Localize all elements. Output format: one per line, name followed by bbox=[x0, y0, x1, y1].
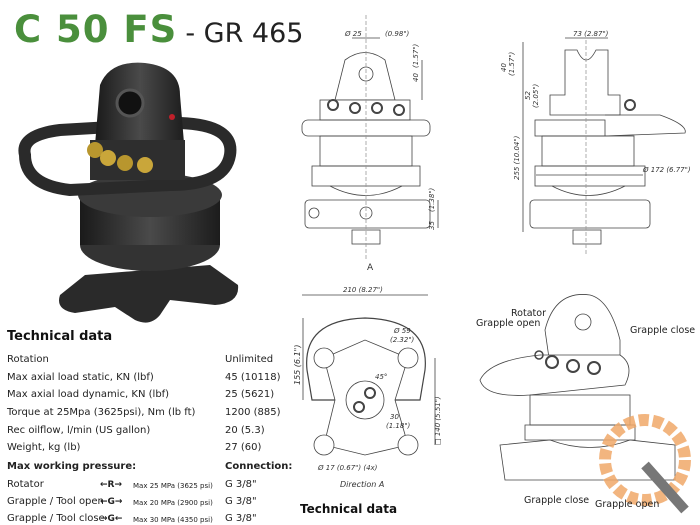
label-rotator: Rotator bbox=[511, 308, 546, 319]
spec-value: 20 (5.3) bbox=[225, 425, 265, 436]
dim-40-in: (1.57") bbox=[412, 43, 420, 68]
label-grapple-open-bottom: Grapple open bbox=[595, 499, 659, 510]
dim-40: 40 bbox=[412, 73, 420, 82]
technical-data-heading: Technical data bbox=[7, 329, 113, 344]
port-symbol: →G← bbox=[100, 514, 123, 524]
view-marker-a: A bbox=[367, 263, 374, 273]
front-view-drawing bbox=[301, 15, 439, 260]
dim-holes: Ø 17 (0.67") (4x) bbox=[317, 464, 378, 472]
label-grapple-close-bottom: Grapple close bbox=[524, 495, 589, 506]
pressure-label: Rotator bbox=[7, 479, 44, 490]
dim-35: 35 bbox=[428, 221, 436, 230]
model-name: C 50 FS bbox=[14, 8, 178, 51]
dim-angle: 45° bbox=[375, 373, 387, 381]
dim-side-40: 40 bbox=[500, 63, 508, 72]
direction-a-caption: Direction A bbox=[340, 480, 384, 489]
connection-value: G 3/8" bbox=[225, 496, 257, 507]
dim-side-40-in: (1.57") bbox=[508, 51, 516, 76]
spec-value: 27 (60) bbox=[225, 442, 262, 453]
max-pressure: Max 30 MPa (4350 psi) bbox=[133, 516, 213, 524]
pressure-label: Grapple / Tool open bbox=[7, 496, 104, 507]
side-view-drawing bbox=[522, 37, 686, 255]
product-photo bbox=[18, 62, 239, 323]
technical-drawings: Ø 25 (0.98") 40 (1.57") 35 (1.38") A 73 … bbox=[293, 15, 695, 516]
connection-value: G 3/8" bbox=[225, 513, 257, 524]
dim-pin-diameter-in: (0.98") bbox=[385, 30, 410, 38]
dim-255: 255 (10.04") bbox=[513, 135, 521, 180]
dim-210: 210 (8.27") bbox=[343, 286, 383, 294]
spec-label: Max axial load dynamic, KN (lbf) bbox=[7, 389, 170, 400]
model-subtitle: - GR 465 bbox=[185, 18, 304, 49]
spec-label: Weight, kg (lb) bbox=[7, 442, 81, 453]
dim-pin-diameter: Ø 25 bbox=[344, 30, 362, 38]
product-title: C 50 FS- GR 465 bbox=[14, 8, 303, 51]
spec-value: 1200 (885) bbox=[225, 407, 281, 418]
pressure-label: Grapple / Tool close bbox=[7, 513, 105, 524]
pressure-heading: Max working pressure: bbox=[7, 461, 137, 472]
spec-value: 25 (5621) bbox=[225, 389, 275, 400]
spec-value: 45 (10118) bbox=[225, 372, 281, 383]
port-symbol: ←R→ bbox=[100, 480, 123, 490]
connection-value: G 3/8" bbox=[225, 479, 257, 490]
watermark-gear-icon bbox=[599, 414, 691, 506]
spec-value: Unlimited bbox=[225, 354, 274, 365]
dim-155: 155 (6.1") bbox=[293, 345, 302, 385]
dim-59-in: (2.32") bbox=[390, 336, 415, 344]
dim-140: □ 140 (5.51") bbox=[434, 396, 442, 445]
dim-172: Ø 172 (6.77") bbox=[642, 166, 691, 174]
watermark-wrench-icon bbox=[641, 461, 689, 514]
label-grapple-close-top: Grapple close bbox=[630, 325, 695, 336]
technical-data-heading-2: Technical data bbox=[300, 502, 397, 516]
connection-heading: Connection: bbox=[225, 461, 293, 472]
spec-label: Max axial load static, KN (lbf) bbox=[7, 372, 154, 383]
max-pressure: Max 25 MPa (3625 psi) bbox=[133, 482, 213, 490]
spec-label: Rotation bbox=[7, 354, 49, 365]
max-pressure: Max 20 MPa (2900 psi) bbox=[133, 499, 213, 507]
dim-30: 30 bbox=[390, 413, 399, 421]
bottom-view-drawing bbox=[302, 294, 436, 456]
label-grapple-open-top: Grapple open bbox=[476, 318, 540, 329]
port-symbol: ←G→ bbox=[100, 497, 123, 507]
spec-label: Torque at 25Mpa (3625psi), Nm (lb ft) bbox=[7, 407, 196, 418]
spec-label: Rec oilflow, l/min (US gallon) bbox=[7, 425, 151, 436]
dim-35-in: (1.38") bbox=[428, 187, 436, 212]
dim-52-in: (2.05") bbox=[532, 83, 540, 108]
dim-52: 52 bbox=[524, 91, 532, 100]
isometric-view-drawing bbox=[479, 294, 676, 481]
dim-73: 73 (2.87") bbox=[573, 30, 609, 38]
dim-30-in: (1.18") bbox=[386, 422, 411, 430]
dim-59: Ø 59 bbox=[393, 327, 411, 335]
